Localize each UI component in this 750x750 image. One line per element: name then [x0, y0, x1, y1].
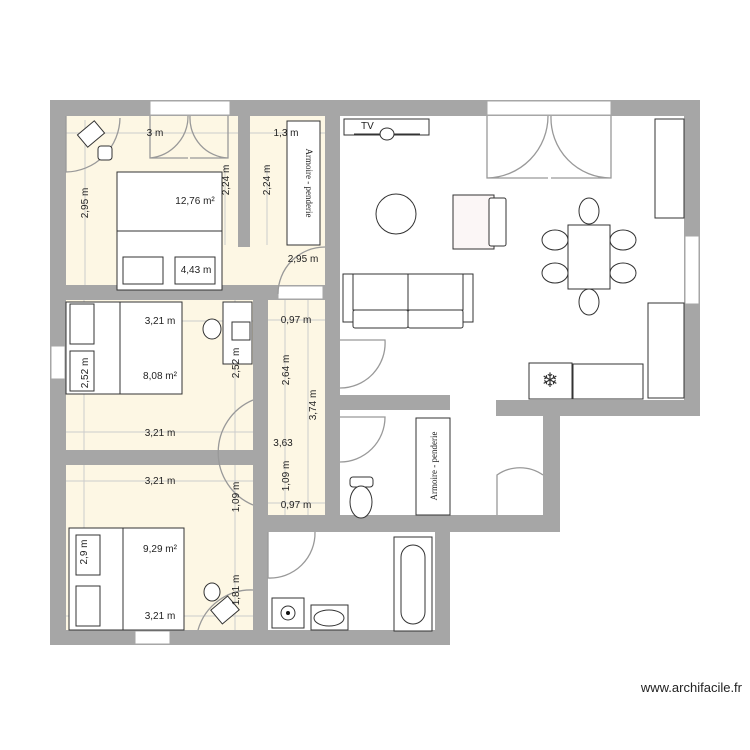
walls [50, 100, 700, 645]
dimension-label: 3,21 m [145, 428, 176, 439]
room-area-bedroom-1: 12,76 m² [175, 196, 215, 207]
room-area-bedroom-2: 8,08 m² [143, 371, 178, 382]
dimension-label: 1,09 m [231, 482, 242, 513]
round-table [375, 193, 417, 235]
bed-bedroom-3 [68, 527, 240, 631]
dimension-label: 1,81 m [231, 575, 242, 606]
bed-bedroom-2 [65, 301, 253, 395]
dimension-label: 2,9 m [79, 539, 90, 564]
tv-unit [343, 118, 430, 141]
dimension-label: 2,24 m [262, 165, 273, 196]
toilet [349, 476, 374, 519]
doors [65, 115, 612, 631]
dimension-label: 1,3 m [273, 128, 298, 139]
dimension-label: 3,21 m [145, 476, 176, 487]
dimension-label: 0,97 m [281, 315, 312, 326]
wardrobe-bedroom-1 [286, 120, 321, 246]
shower [271, 597, 305, 629]
dimension-label: 2,95 m [80, 188, 91, 219]
dimension-label: 2,52 m [231, 348, 242, 379]
snowflake-icon: ❄ [542, 370, 559, 392]
dimension-label: 3 m [147, 128, 164, 139]
dimension-label: 2,52 m [80, 358, 91, 389]
bed-bedroom-1 [116, 171, 223, 291]
room-area-bedroom-3: 9,29 m² [143, 544, 178, 555]
wardrobe-wc [415, 417, 451, 516]
sofa [342, 273, 474, 329]
archifacile-credit[interactable]: www.archifacile.fr [640, 680, 742, 695]
dimension-label: 0,97 m [281, 500, 312, 511]
sink [310, 604, 349, 631]
dimension-label: 4,43 m [181, 265, 212, 276]
wardrobe-wc-label: Armoire - penderie [429, 432, 439, 501]
dimension-label: 2,95 m [288, 254, 319, 265]
armchair [452, 194, 507, 250]
dimension-label: 2,24 m [221, 165, 232, 196]
dimension-label: 3,74 m [308, 390, 319, 421]
desk-bedroom-1 [76, 120, 113, 161]
dimension-label: 2,64 m [281, 355, 292, 386]
dimension-label: 1,09 m [281, 461, 292, 492]
tv-label: TV [361, 121, 374, 132]
bathtub [393, 536, 433, 632]
kitchen-counter: ❄ [528, 302, 685, 400]
dining-table [541, 197, 637, 316]
dimension-label: 3,63 [273, 438, 293, 449]
room-corridor[interactable] [268, 300, 325, 515]
windows [50, 100, 700, 645]
dimension-label: 3,21 m [145, 611, 176, 622]
wardrobe-label: Armoire - penderie [304, 149, 314, 218]
cabinet [654, 118, 685, 219]
dimension-label: 3,21 m [145, 316, 176, 327]
